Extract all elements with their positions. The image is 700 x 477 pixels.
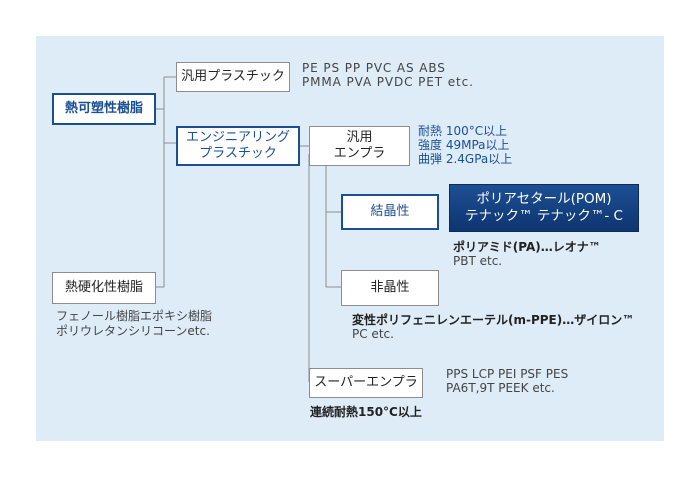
node-crystalline-label: 結晶性 (370, 204, 410, 219)
amorphous-examples-line2: PC etc. (352, 327, 394, 341)
crystalline-examples-line1: ポリアミド(PA)…レオナ™ (453, 240, 601, 254)
node-crystalline: 結晶性 (341, 194, 439, 230)
node-general-plastic: 汎用プラスチック (176, 62, 290, 92)
node-amorphous: 非晶性 (341, 270, 439, 306)
super-examples-line1: PPS LCP PEI PSF PES (446, 367, 569, 381)
super-engplastic-examples: PPS LCP PEI PSF PES PA6T,9T PEEK etc. (446, 367, 568, 395)
super-examples-line2: PA6T,9T PEEK etc. (446, 381, 555, 395)
thermoset-examples: フェノール樹脂エポキシ樹脂 ポリウレタンシリコーンetc. (56, 309, 212, 339)
node-general-engplastic-line1: 汎用 (346, 130, 373, 145)
node-engineering-plastic-line1: エンジニアリング (185, 130, 290, 145)
thermoset-examples-line1: フェノール樹脂エポキシ樹脂 (56, 309, 213, 323)
node-thermoplastic-label: 熱可塑性樹脂 (64, 101, 143, 116)
node-engineering-plastic-line2: プラスチック (199, 146, 277, 161)
node-thermoset: 熱硬化性樹脂 (52, 272, 156, 304)
node-general-engplastic: 汎用 エンプラ (309, 126, 410, 166)
super-engplastic-note: 連続耐熱150°C以上 (310, 405, 422, 419)
general-plastic-examples-line2: PMMA PVA PVDC PET etc. (302, 75, 474, 89)
node-engineering-plastic: エンジニアリング プラスチック (176, 126, 300, 166)
node-thermoplastic: 熱可塑性樹脂 (52, 93, 156, 125)
node-general-engplastic-line2: エンプラ (333, 146, 386, 161)
node-amorphous-label: 非晶性 (370, 280, 410, 295)
general-plastic-examples: PE PS PP PVC AS ABS PMMA PVA PVDC PET et… (302, 61, 474, 89)
node-thermoset-label: 熱硬化性樹脂 (64, 280, 143, 295)
general-plastic-examples-line1: PE PS PP PVC AS ABS (302, 61, 446, 75)
node-pom-highlight-line2: テナック™ テナック™- C (465, 208, 623, 224)
amorphous-examples: 変性ポリフェニレンエーテル(m-PPE)…ザイロン™ PC etc. (352, 313, 634, 341)
node-super-engplastic: スーパーエンプラ (309, 368, 423, 398)
engplastic-props-line2: 強度 49MPa以上 (418, 138, 510, 152)
engplastic-props-line1: 耐熱 100°C以上 (418, 124, 508, 138)
crystalline-examples-line2: PBT etc. (453, 254, 503, 268)
engplastic-props-line3: 曲弾 2.4GPa以上 (418, 152, 513, 166)
thermoset-examples-line2: ポリウレタンシリコーンetc. (56, 324, 210, 338)
node-general-plastic-label: 汎用プラスチック (181, 69, 285, 84)
crystalline-examples: ポリアミド(PA)…レオナ™ PBT etc. (453, 240, 601, 268)
node-super-engplastic-label: スーパーエンプラ (314, 375, 418, 390)
node-pom-highlight: ポリアセタール(POM) テナック™ テナック™- C (449, 184, 639, 232)
engplastic-properties: 耐熱 100°C以上 強度 49MPa以上 曲弾 2.4GPa以上 (418, 124, 512, 166)
amorphous-examples-line1: 変性ポリフェニレンエーテル(m-PPE)…ザイロン™ (352, 313, 635, 327)
node-pom-highlight-line1: ポリアセタール(POM) (476, 191, 612, 207)
